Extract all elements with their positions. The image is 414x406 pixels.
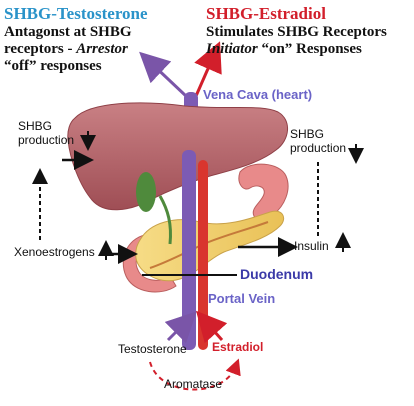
bile-duct (158, 195, 172, 245)
vena-cava-label: Vena Cava (heart) (203, 87, 313, 102)
shbg-right-label-1: SHBG (290, 127, 325, 141)
right-line-2-italic: Initiator (206, 41, 258, 57)
estradiol-bottom-arrow (196, 310, 228, 344)
right-line-1: Stimulates SHBG Receptors (206, 24, 387, 40)
xenoestrogens-label: Xenoestrogens (14, 245, 95, 259)
aromatase-label: Aromatase (164, 377, 223, 391)
aromatase-dashed-curve (149, 358, 241, 391)
right-line-2-suffix: “on” Responses (257, 41, 362, 57)
portal-vein-vessel (182, 150, 196, 350)
left-line-3: “off” responses (4, 58, 102, 74)
gallbladder-shape (136, 172, 156, 212)
right-line-2: Initiator “on” Responses (206, 41, 362, 58)
intestine-right-shape (238, 163, 289, 221)
left-line-2: receptors - Arrestor (4, 41, 128, 58)
testosterone-label: Testosterone (118, 342, 187, 356)
insulin-label: Insulin (294, 239, 329, 253)
portal-vein-label: Portal Vein (208, 291, 276, 306)
left-line-1: Antagonst at SHBG (4, 24, 132, 40)
shbg-right-label-2: production (290, 141, 347, 155)
duodenum-label: Duodenum (240, 266, 314, 282)
liver-shape (67, 102, 288, 211)
testosterone-bottom-arrow (164, 311, 197, 344)
left-line-2-italic: Arrestor (76, 41, 128, 57)
shbg-left-label-1: SHBG (18, 119, 53, 133)
right-heading: SHBG-Estradiol (206, 4, 326, 23)
left-line-2-prefix: receptors - (4, 41, 77, 57)
left-heading: SHBG-Testosterone (4, 4, 148, 23)
estradiol-label: Estradiol (212, 340, 264, 354)
artery-vessel (198, 160, 208, 350)
estradiol-up-arrow (194, 41, 222, 97)
shbg-left-label-2: production (18, 133, 75, 147)
testosterone-up-arrow (139, 51, 188, 98)
